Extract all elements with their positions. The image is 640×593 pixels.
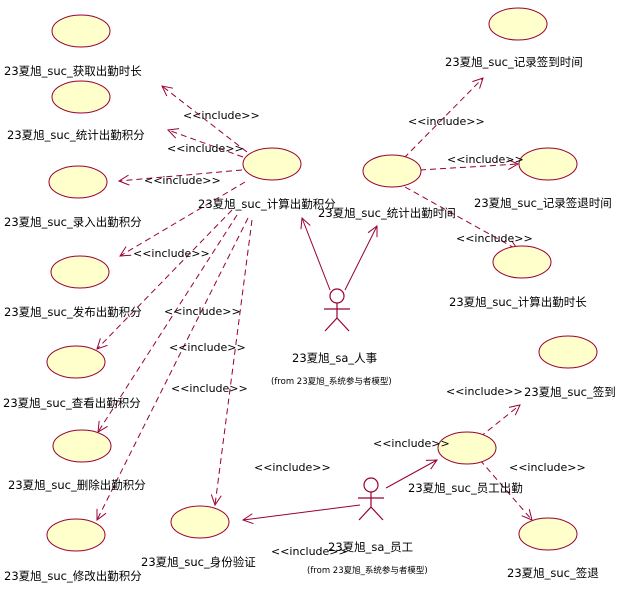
rel-calc-to-publish-points — [120, 181, 246, 256]
include-label: <<include>> — [254, 461, 331, 474]
uc-stat-time-label: 23夏旭_suc_统计出勤时间 — [318, 206, 456, 220]
uc-calc-duration-ellipse[interactable] — [492, 245, 552, 279]
rel-employee-to-attendance — [385, 460, 437, 489]
include-label: <<include>> — [271, 545, 348, 558]
uc-calc-points-label: 23夏旭_suc_计算出勤积分 — [198, 197, 336, 211]
rel-attendance-to-checkout — [479, 459, 532, 520]
rel-attendance-to-checkin — [479, 405, 520, 438]
uc-identity-label: 23夏旭_suc_身份验证 — [141, 555, 256, 569]
uc-attendance-label: 23夏旭_suc_员工出勤 — [408, 481, 523, 495]
uc-stat-points-label: 23夏旭_suc_统计出勤积分 — [7, 128, 145, 142]
uc-attendance-ellipse[interactable] — [437, 431, 497, 465]
rel-employee-to-identity — [243, 504, 361, 520]
rel-stat-to-record-checkout — [419, 164, 518, 171]
include-label: <<include>> — [509, 461, 586, 474]
rel-calc-to-stat-points — [168, 130, 244, 158]
uc-record-checkout-label: 23夏旭_suc_记录签退时间 — [474, 196, 612, 210]
include-label: <<include>> — [171, 382, 248, 395]
rel-hr-to-calc-points — [302, 218, 331, 291]
include-label: <<include>> — [456, 232, 533, 245]
actor-labels: 23夏旭_sa_人事 (from 23夏旭_系统参与者模型) 23夏旭_sa_员… — [271, 351, 428, 576]
include-label: <<include>> — [164, 305, 241, 318]
rel-stat-to-record-checkin — [403, 78, 483, 159]
uc-delete-points-ellipse[interactable] — [52, 429, 112, 463]
uc-get-duration-label: 23夏旭_suc_获取出勤时长 — [4, 64, 142, 78]
uc-view-points-label: 23夏旭_suc_查看出勤积分 — [3, 396, 141, 410]
uc-calc-points-ellipse[interactable] — [242, 147, 302, 181]
include-label: <<include>> — [133, 247, 210, 260]
include-label: <<include>> — [447, 153, 524, 166]
uc-get-duration-ellipse[interactable] — [51, 14, 111, 48]
uc-publish-points-label: 23夏旭_suc_发布出勤积分 — [4, 305, 142, 319]
include-label: <<include>> — [446, 385, 523, 398]
uc-enter-points-label: 23夏旭_suc_录入出勤积分 — [4, 215, 142, 229]
rel-calc-to-get-duration — [162, 86, 248, 153]
uc-modify-points-ellipse[interactable] — [46, 518, 106, 552]
uc-checkout-ellipse[interactable] — [518, 517, 578, 551]
rel-calc-to-modify-points — [97, 217, 249, 520]
actor-hr-label: 23夏旭_sa_人事 — [292, 351, 377, 365]
use-case-labels: 23夏旭_suc_获取出勤时长 23夏旭_suc_统计出勤积分 23夏旭_suc… — [3, 55, 616, 583]
uc-modify-points-label: 23夏旭_suc_修改出勤积分 — [4, 569, 142, 583]
include-label: <<include>> — [169, 341, 246, 354]
uc-checkin-label: 23夏旭_suc_签到 — [524, 385, 616, 399]
uc-stat-points-ellipse[interactable] — [51, 80, 111, 114]
uc-delete-points-label: 23夏旭_suc_删除出勤积分 — [8, 478, 146, 492]
uc-stat-time-ellipse[interactable] — [362, 154, 422, 188]
actor-employee-label: 23夏旭_sa_员工 — [328, 540, 413, 554]
rel-hr-to-stat-time — [344, 226, 377, 291]
uc-record-checkin-ellipse[interactable] — [488, 7, 548, 41]
actor-hr-figure[interactable] — [324, 288, 350, 332]
rel-calc-to-identity — [215, 219, 253, 505]
relationships — [97, 78, 532, 520]
actor-employee-from: (from 23夏旭_系统参与者模型) — [307, 565, 428, 576]
rel-calc-to-view-points — [97, 209, 233, 349]
actor-employee-figure[interactable] — [358, 477, 384, 521]
rel-stat-to-calc-duration — [404, 186, 518, 250]
uc-view-points-ellipse[interactable] — [46, 345, 106, 379]
uc-publish-points-ellipse[interactable] — [50, 255, 110, 289]
uc-record-checkout-ellipse[interactable] — [518, 147, 578, 181]
include-stereotypes: <<include>> <<include>> <<include>> <<in… — [133, 109, 586, 558]
include-label: <<include>> — [373, 437, 450, 450]
uc-calc-duration-label: 23夏旭_suc_计算出勤时长 — [449, 295, 587, 309]
uc-record-checkin-label: 23夏旭_suc_记录签到时间 — [445, 55, 583, 69]
include-label: <<include>> — [144, 174, 221, 187]
rel-calc-to-enter-points — [119, 169, 243, 181]
actor-hr-from: (from 23夏旭_系统参与者模型) — [271, 376, 392, 387]
uc-checkin-ellipse[interactable] — [538, 335, 598, 369]
rel-calc-to-delete-points — [98, 214, 238, 432]
use-case-shapes — [46, 7, 598, 552]
uc-identity-ellipse[interactable] — [170, 505, 230, 539]
uc-enter-points-ellipse[interactable] — [48, 165, 108, 199]
include-label: <<include>> — [183, 109, 260, 122]
uc-checkout-label: 23夏旭_suc_签退 — [507, 566, 599, 580]
include-label: <<include>> — [408, 115, 485, 128]
include-label: <<include>> — [167, 142, 244, 155]
